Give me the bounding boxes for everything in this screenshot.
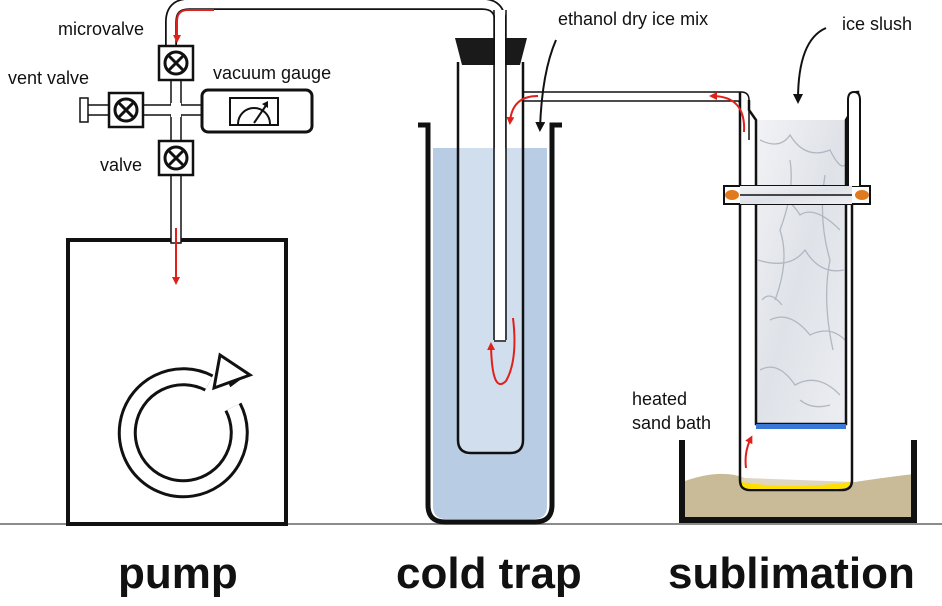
vacuum-gauge-label: vacuum gauge: [213, 63, 331, 83]
dewar-vessel: [418, 122, 562, 525]
cold-trap: [418, 10, 750, 525]
microvalve-label: microvalve: [58, 19, 144, 39]
sand-bath-vessel: [679, 440, 917, 523]
vent-valve: [107, 91, 145, 129]
sample: [742, 482, 850, 489]
valve: [157, 139, 195, 177]
side-stub: [847, 90, 861, 186]
vent-valve-label: vent valve: [8, 68, 89, 88]
pump-title: pump: [118, 549, 238, 598]
heated-sand-bath-label-line2: sand bath: [632, 413, 711, 433]
pump-unit: [66, 238, 288, 526]
valve-label: valve: [100, 155, 142, 175]
o-ring-left: [725, 190, 739, 200]
sublimation-title: sublimation: [668, 549, 915, 598]
heated-sand-bath-label-line1: heated: [632, 389, 687, 409]
sublimation-apparatus: [679, 27, 917, 523]
rotation-icon: [117, 352, 254, 499]
cold-trap-title: cold trap: [396, 549, 582, 598]
coolant-bath: [433, 148, 547, 519]
microvalve: [157, 44, 195, 82]
ethanol-dry-ice-mix-label: ethanol dry ice mix: [558, 9, 708, 29]
ice-slush-label: ice slush: [842, 14, 912, 34]
stopper: [455, 38, 527, 65]
o-ring-right: [855, 190, 869, 200]
valve-icon: [113, 97, 139, 123]
valve-icon: [163, 50, 189, 76]
cold-finger-ice: [756, 120, 846, 424]
valve-icon: [163, 145, 189, 171]
trap-tube: [456, 62, 525, 455]
frit: [756, 424, 846, 429]
vacuum-gauge: [200, 88, 314, 134]
gauge-icon: [229, 97, 279, 126]
